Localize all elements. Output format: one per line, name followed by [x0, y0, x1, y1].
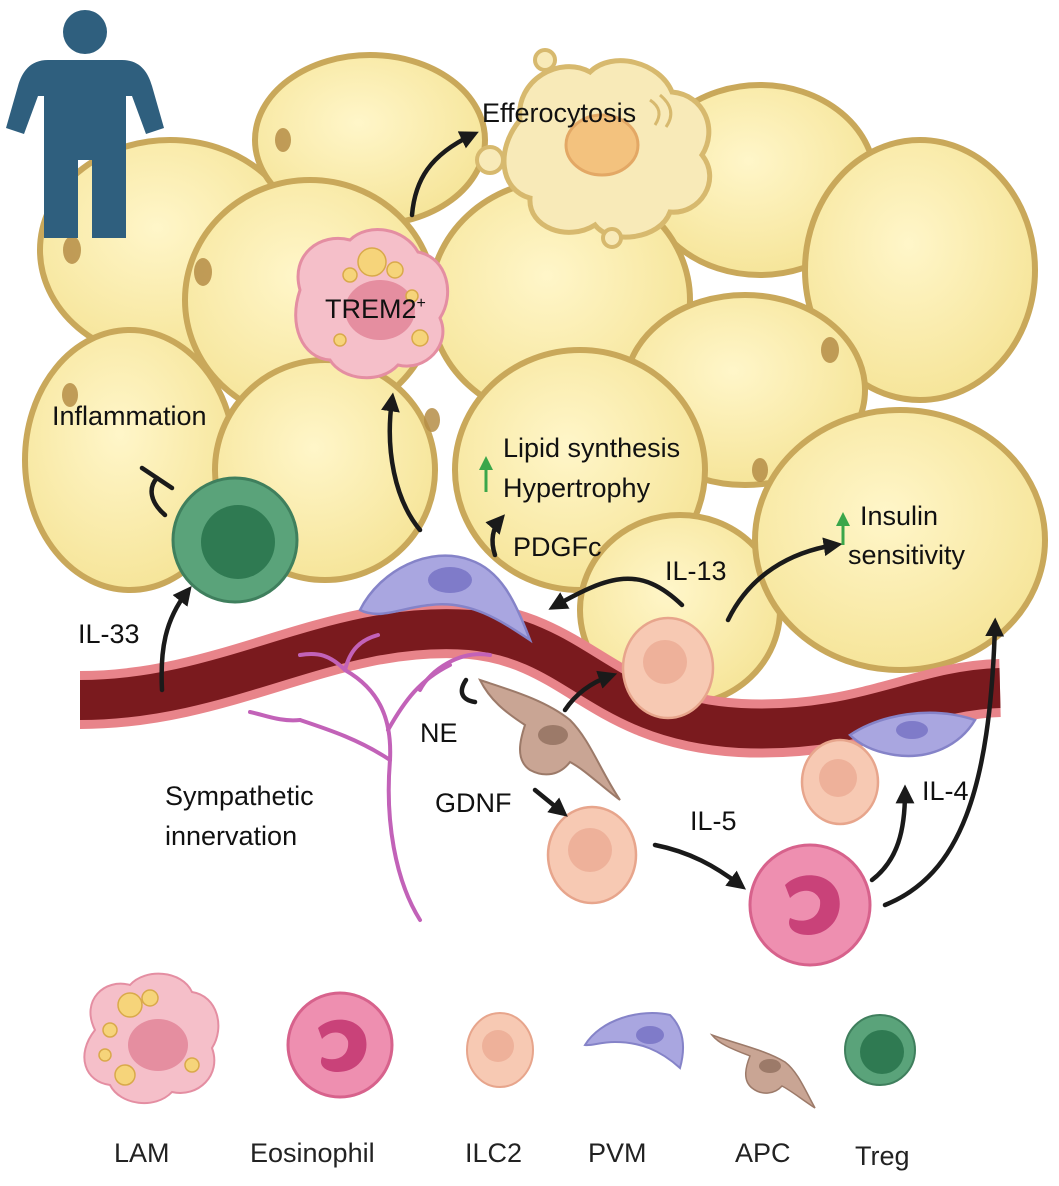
label-il4: IL-4 — [922, 776, 969, 806]
apoptotic-cell — [475, 48, 713, 249]
legend-apc-icon — [709, 1033, 816, 1109]
apc-cell — [478, 678, 621, 801]
label-il5: IL-5 — [690, 806, 737, 836]
label-efferocytosis: Efferocytosis — [482, 98, 636, 128]
blood-vessel — [79, 600, 1002, 758]
label-insulin: Insulin — [860, 501, 938, 531]
label-sensitivity: sensitivity — [848, 540, 966, 570]
legend-treg-icon — [844, 1014, 916, 1086]
trem2-lam-cell — [294, 228, 450, 380]
ilc2-cell — [800, 738, 880, 826]
label-inflammation: Inflammation — [52, 401, 207, 431]
legend-ilc2-icon — [466, 1012, 534, 1088]
legend-label: ILC2 — [465, 1138, 522, 1168]
legend: LAM Eosinophil ILC2 PVM APC Treg — [83, 972, 916, 1171]
label-il13: IL-13 — [665, 556, 727, 586]
legend-pvm-icon — [583, 1012, 684, 1070]
legend-label: PVM — [588, 1138, 647, 1168]
label-il33: IL-33 — [78, 619, 140, 649]
sympathetic-nerve — [248, 633, 492, 922]
legend-label: Eosinophil — [250, 1138, 375, 1168]
label-lipid-synthesis: Lipid synthesis — [503, 433, 680, 463]
label-trem2: TREM2+ — [325, 294, 426, 324]
legend-eosinophil-icon — [286, 991, 394, 1099]
label-gdnf: GDNF — [435, 788, 512, 818]
legend-label: LAM — [114, 1138, 170, 1168]
up-arrow-icon — [836, 512, 850, 545]
pvm-cell-right — [848, 711, 977, 758]
legend-lam-icon — [83, 972, 220, 1105]
label-ne: NE — [420, 718, 458, 748]
legend-label: Treg — [855, 1141, 910, 1171]
label-innervation: innervation — [165, 821, 297, 851]
adipocyte — [802, 137, 1038, 403]
adipocyte — [752, 407, 1048, 673]
ilc2-cell — [546, 805, 638, 905]
eosinophil-cell — [748, 843, 872, 967]
legend-label: APC — [735, 1138, 791, 1168]
signal-arrows — [139, 131, 1005, 908]
label-sympathetic: Sympathetic — [165, 781, 314, 811]
up-arrow-icon — [479, 456, 493, 492]
label-hypertrophy: Hypertrophy — [503, 473, 651, 503]
person-icon — [6, 10, 164, 238]
label-pdgfc: PDGFc — [513, 532, 602, 562]
treg-cell — [171, 476, 299, 604]
ilc2-cell — [621, 616, 715, 720]
pvm-cell — [358, 554, 533, 644]
